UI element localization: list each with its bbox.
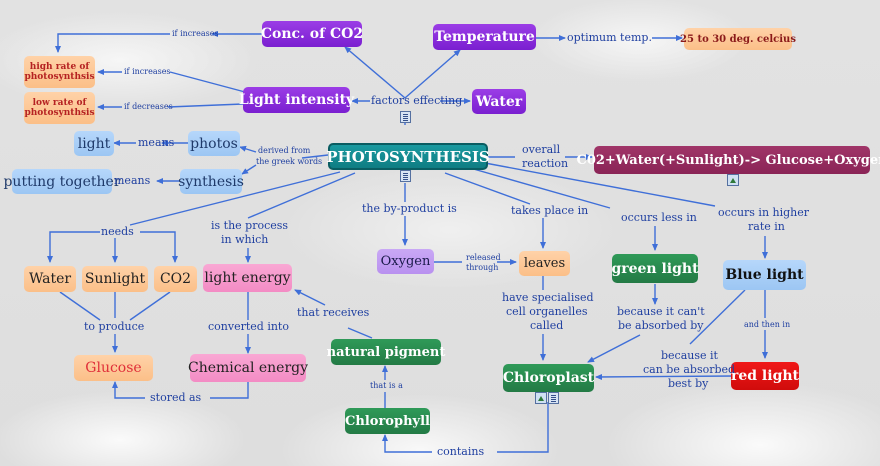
node-water-top[interactable]: Water [472,89,526,114]
link-label-because-2: can be absorbed [643,363,736,376]
link-label-process-2: in which [221,233,269,246]
node-temperature[interactable]: Temperature [433,24,536,50]
node-chloroplast[interactable]: Chloroplast [503,364,594,392]
link-label-overall-1: overall [522,143,561,156]
link-label-because-1: because it [661,349,718,362]
link-label-cant-absorb-2: be absorbed by [618,319,704,332]
node-sunlight[interactable]: Sunlight [82,266,148,292]
node-leaves[interactable]: leaves [519,251,570,276]
link-label-derived-1: derived from [258,146,311,155]
link-label-derived-2: the greek words [256,157,323,166]
node-optimum-value[interactable]: 25 to 30 deg. celcius [680,28,796,50]
link-label-converted-into: converted into [208,320,289,333]
node-green-light[interactable]: green light [611,254,699,283]
node-light-energy[interactable]: light energy [203,264,292,292]
link-label-specialised-2: cell organelles [506,305,588,318]
node-high-rate[interactable]: high rate of photosynthsis [24,56,95,88]
node-photos[interactable]: photos [188,131,240,156]
node-light[interactable]: light [74,131,114,156]
link-label-needs: needs [101,225,134,238]
link-label-takes-place: takes place in [511,204,589,217]
link-label-released-2: through [466,263,499,272]
link-label-means-2: means [114,174,151,187]
node-light-intensity[interactable]: Light intensity [239,87,354,113]
link-label-that-is-a: that is a [370,381,403,390]
link-label-contains: contains [437,445,485,458]
node-equation[interactable]: C02+Water(+Sunlight)-> Glucose+Oxygen [576,146,880,174]
link-label-occurs-less: occurs less in [621,211,697,224]
link-label-byproduct: the by-product is [362,202,457,215]
node-putting-together[interactable]: putting together [3,169,121,194]
node-low-rate[interactable]: low rate of photosynthsis [24,92,95,124]
node-photosynthesis[interactable]: PHOTOSYNTHESIS [326,143,490,170]
link-label-because-3: best by [668,377,709,390]
image-icon[interactable] [727,174,739,186]
node-synthesis[interactable]: synthesis [178,169,244,194]
node-blue-light[interactable]: Blue light [723,260,806,290]
link-label-released-1: released [466,253,501,262]
link-label-specialised-3: called [530,319,564,332]
link-label-if-increases-top: if increases [172,29,219,38]
link-label-occurs-higher-2: rate in [748,220,785,233]
link-label-factors-effecting: factors effecting [371,94,463,107]
node-chlorophyll[interactable]: Chlorophyll [345,408,430,434]
node-conc-co2[interactable]: Conc. of CO2 [261,21,363,47]
link-label-stored-as: stored as [150,391,202,404]
node-oxygen[interactable]: Oxygen [377,249,434,274]
link-label-and-then-in: and then in [744,320,791,329]
link-label-optimum-temp: optimum temp. [567,31,652,44]
link-label-that-receives: that receives [297,306,370,319]
node-water-left[interactable]: Water [24,266,76,292]
node-glucose[interactable]: Glucose [74,355,153,381]
link-label-if-decreases: if decreases [124,102,173,111]
link-label-cant-absorb-1: because it can't [617,305,705,318]
note-icon[interactable] [400,111,411,123]
image-icon[interactable] [535,392,547,404]
node-red-light[interactable]: red light [731,362,799,390]
node-chemical-energy[interactable]: Chemical energy [188,354,308,382]
link-label-to-produce: to produce [84,320,145,333]
link-label-overall-2: reaction [522,157,569,170]
node-co2[interactable]: CO2 [154,266,197,292]
note-icon[interactable] [548,392,559,404]
link-label-if-increases: if increases [124,67,171,76]
link-label-means-1: means [138,136,175,149]
link-label-occurs-higher-1: occurs in higher [718,206,810,219]
link-label-process-1: is the process [211,219,289,232]
note-icon[interactable] [400,170,411,182]
node-natural-pigment[interactable]: natural pigment [327,339,445,365]
link-label-specialised-1: have specialised [502,291,594,304]
